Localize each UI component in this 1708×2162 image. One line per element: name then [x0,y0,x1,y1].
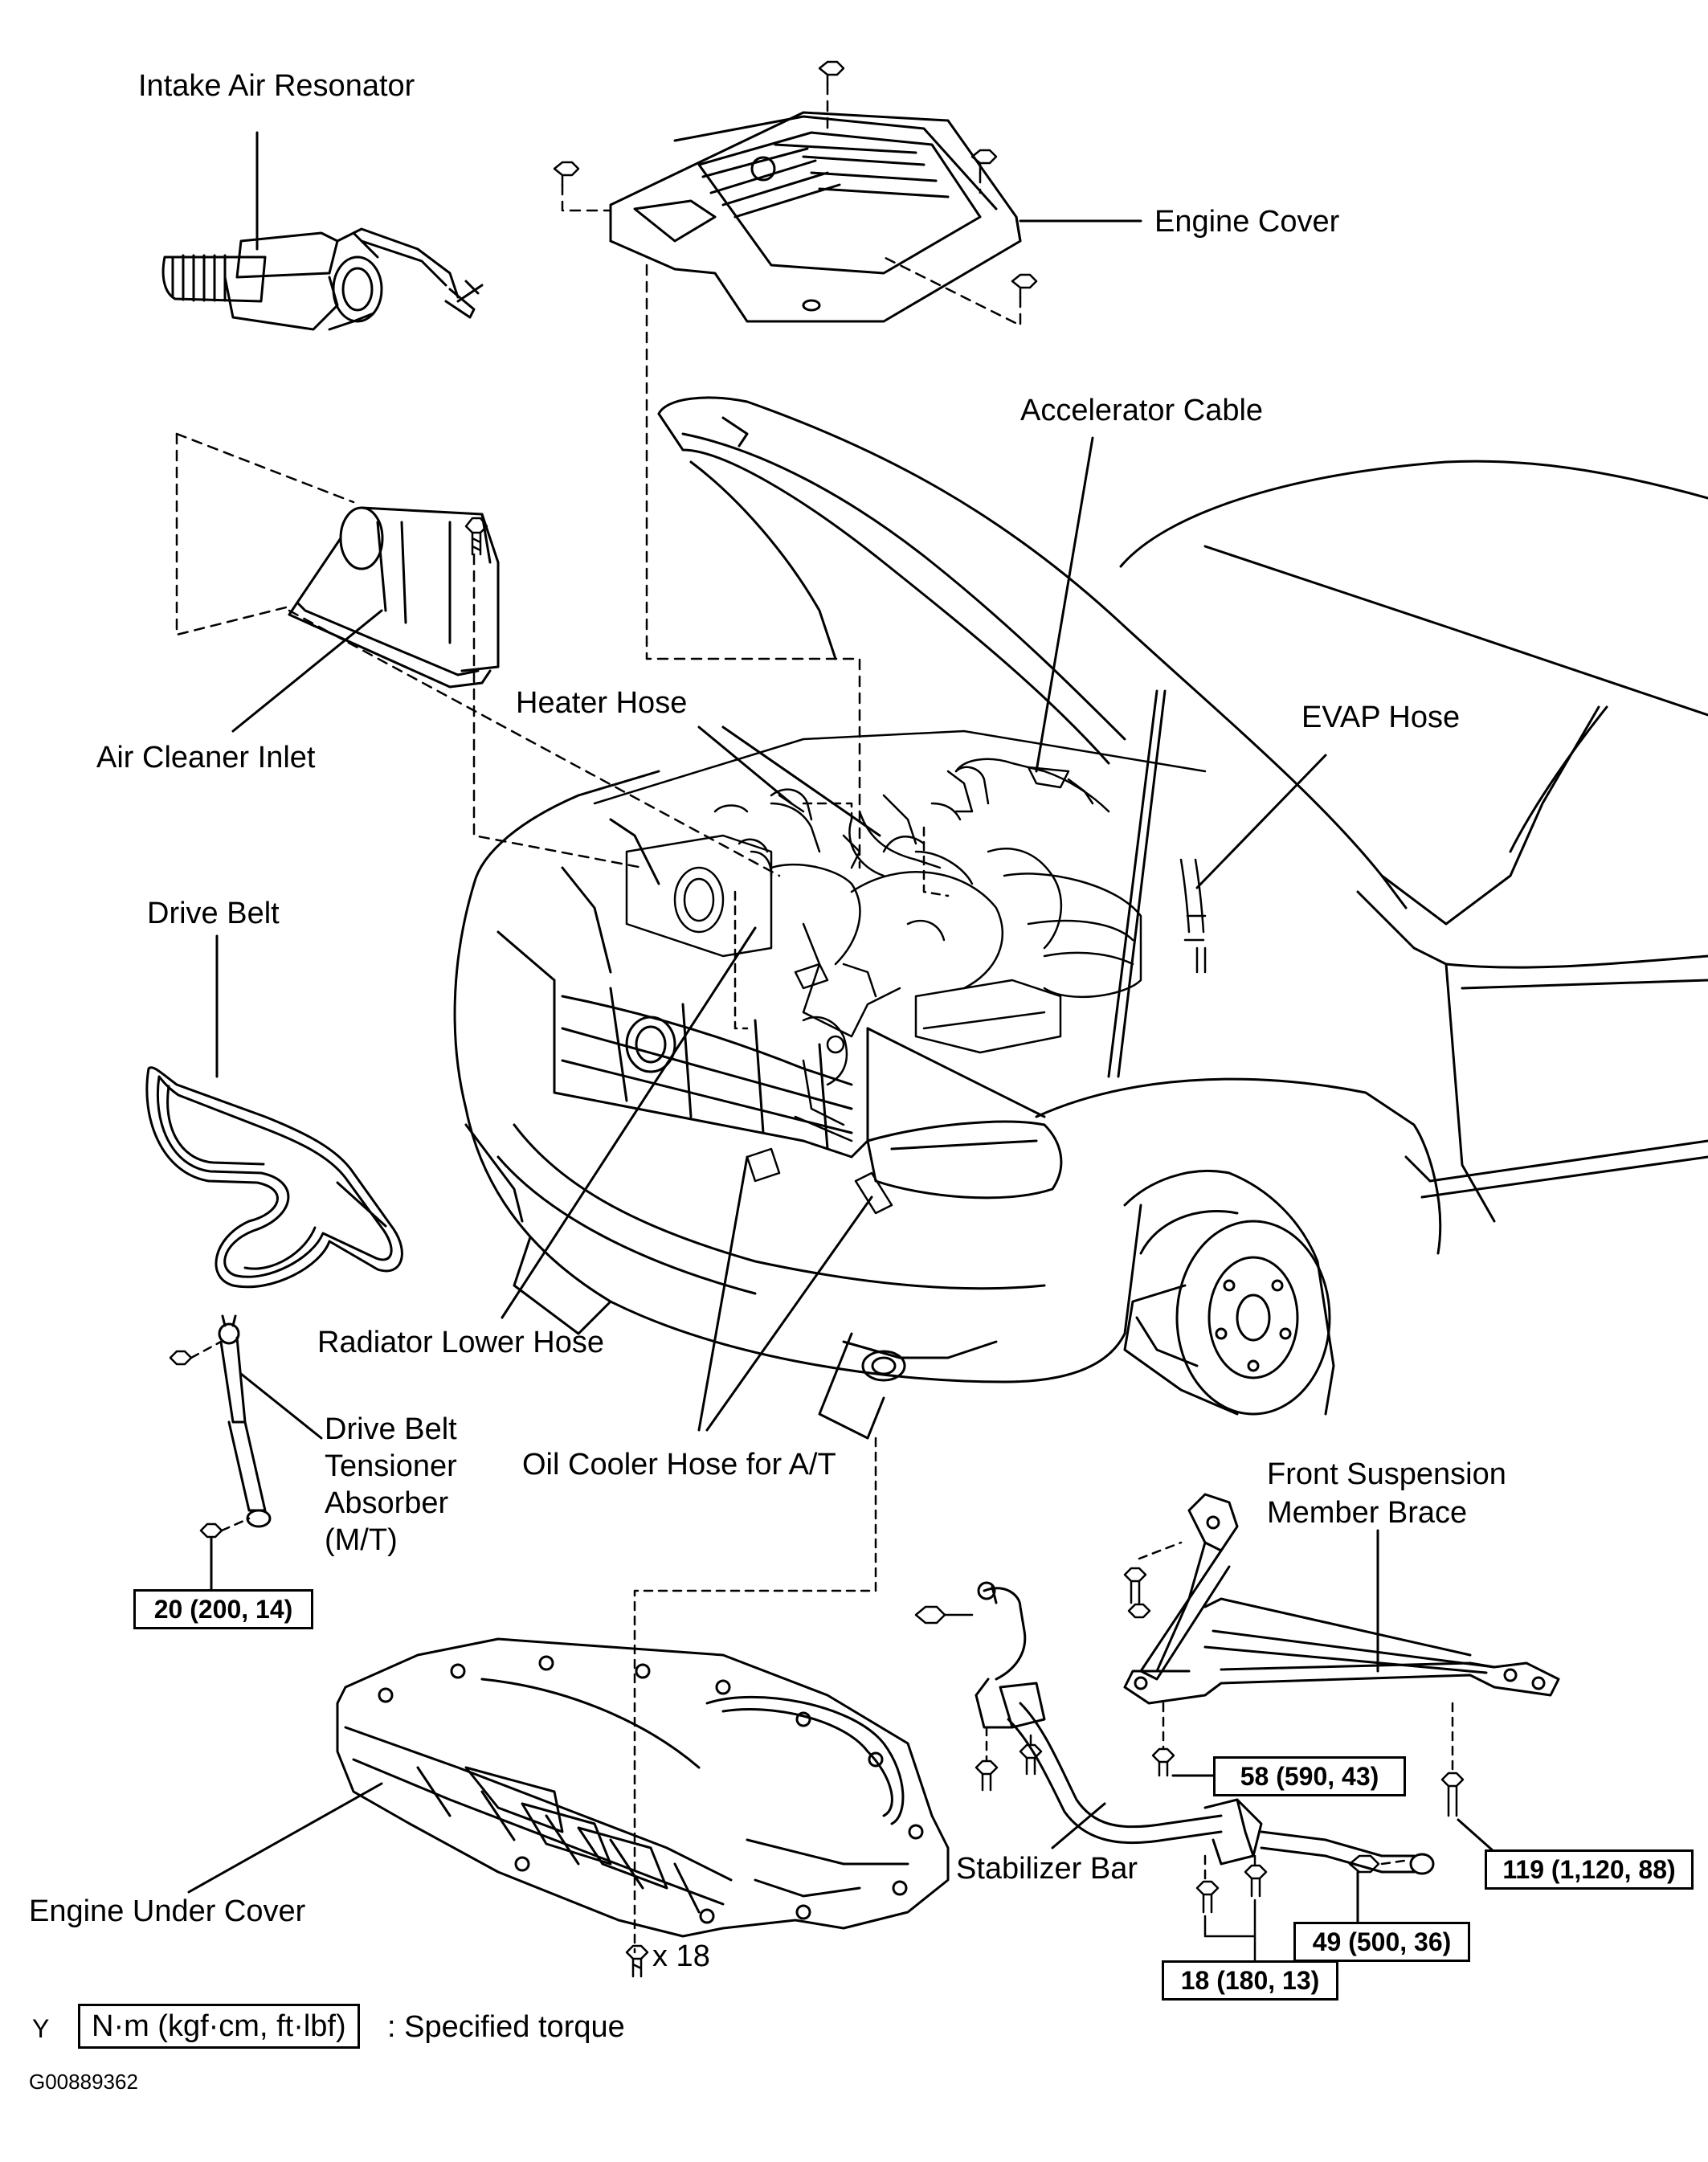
torque-119-leader [1457,1818,1496,1853]
tensioner-dashes [190,1340,251,1532]
engine-cover-drawing [609,111,1022,323]
tensioner-nuts [169,1350,223,1539]
stabilizer-bolts [914,1605,1380,1914]
tensioner-label-line-2: Tensioner [325,1449,457,1483]
radiator-lower-hose-label: Radiator Lower Hose [317,1326,604,1359]
legend-marker: Y [32,2014,50,2043]
suspension-dashes [1138,1541,1454,1773]
stabilizer-bar-drawing [975,1581,1435,1875]
engine-cover-dashes [561,83,1022,869]
engine-under-cover-leader [187,1782,383,1894]
air-cleaner-inlet-leader [231,609,383,733]
accelerator-cable-label: Accelerator Cable [1020,394,1264,427]
torque-20-box: 20 (200, 14) [133,1589,313,1629]
evap-hose-label: EVAP Hose [1301,701,1461,734]
under-cover-bolt [625,1944,649,1978]
legend-specified-torque-text: : Specified torque [387,2010,625,2044]
figure-id: G00889362 [29,2070,138,2094]
torque-119-box: 119 (1,120, 88) [1485,1849,1694,1890]
bolt-count-label: x 18 [652,1939,710,1973]
stabilizer-dashes [985,1726,1412,1882]
oil-cooler-hose-ends [746,1147,893,1215]
tensioner-label-line-3: Absorber [325,1486,449,1520]
front-suspension-label-line-1: Front Suspension [1267,1457,1506,1491]
suspension-bolts [1123,1567,1465,1817]
engine-bay-dashes [633,802,950,1954]
tensioner-label-line-4: (M/T) [325,1523,398,1557]
tensioner-leader [239,1372,323,1440]
tensioner-absorber-drawing [218,1314,272,1528]
intake-air-resonator-drawing [161,227,484,331]
torque-58-box: 58 (590, 43) [1213,1756,1406,1796]
engine-cover-label: Engine Cover [1154,205,1340,239]
air-cleaner-inlet-drawing [288,506,500,689]
drive-belt-label: Drive Belt [147,897,280,930]
suspension-brace-drawing [1123,1493,1560,1705]
air-cleaner-inlet-label: Air Cleaner Inlet [96,741,316,774]
legend-torque-unit-box: N·m (kgf·cm, ft·lbf) [78,2004,360,2049]
air-cleaner-dashes [175,432,781,877]
oil-cooler-hose-label: Oil Cooler Hose for A/T [522,1448,836,1482]
car-body-drawing [453,396,1708,1440]
torque-49-box: 49 (500, 36) [1293,1922,1470,1962]
front-suspension-label-line-2: Member Brace [1267,1496,1468,1530]
engine-under-cover-label: Engine Under Cover [29,1894,306,1928]
engine-cover-nuts [553,60,1038,299]
tensioner-label-line-1: Drive Belt [325,1412,457,1446]
torque-18-box: 18 (180, 13) [1162,1960,1338,2001]
hose-pointer-arrows [501,436,1327,1432]
intake-air-resonator-label: Intake Air Resonator [138,69,415,103]
engine-under-cover-drawing [336,1637,950,1938]
stabilizer-bar-leader [1051,1802,1106,1849]
drive-belt-drawing [145,1066,403,1289]
engine-bay-drawing [593,730,1207,1142]
stabilizer-bar-label: Stabilizer Bar [956,1852,1138,1886]
air-cleaner-bolt [464,517,488,556]
heater-hose-label: Heater Hose [516,686,688,720]
torque-18-bracket [1203,1898,1256,1962]
